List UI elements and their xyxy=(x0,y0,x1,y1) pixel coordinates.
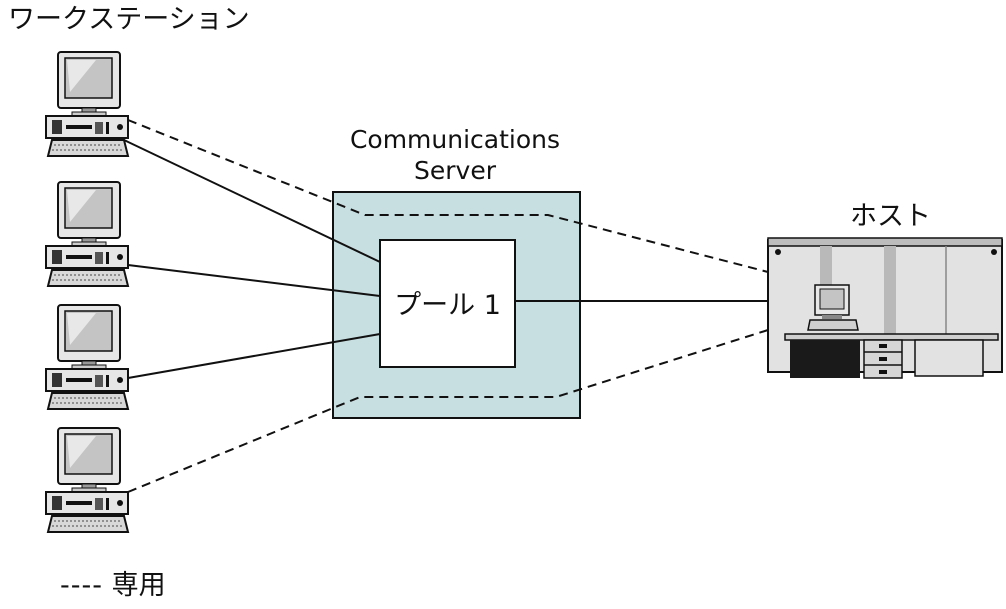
dedicated-connection-ws4-host xyxy=(127,329,769,493)
legend-dashed-symbol: ---- xyxy=(60,570,103,601)
pool-1-box xyxy=(379,239,516,368)
server-label-line2: Server xyxy=(414,156,496,185)
workstation-2 xyxy=(45,181,129,287)
connection-ws1-pool xyxy=(123,139,381,263)
connection-ws2-pool xyxy=(127,264,381,297)
workstation-1 xyxy=(45,51,129,157)
legend-dedicated-label: 専用 xyxy=(111,570,166,601)
dedicated-connection-ws1-host xyxy=(127,119,769,273)
workstations-label: ワークステーション xyxy=(8,4,250,35)
connection-ws3-pool xyxy=(127,333,381,379)
host-mainframe xyxy=(767,237,1003,379)
server-label-line1: Communications xyxy=(349,125,561,154)
workstation-4 xyxy=(45,427,129,533)
workstation-3 xyxy=(45,304,129,410)
legend: ---- 専用 xyxy=(60,572,166,599)
communications-server-label: Communications Server xyxy=(330,124,580,186)
host-label: ホスト xyxy=(850,201,931,232)
pool-1-label: プール 1 xyxy=(394,290,501,321)
